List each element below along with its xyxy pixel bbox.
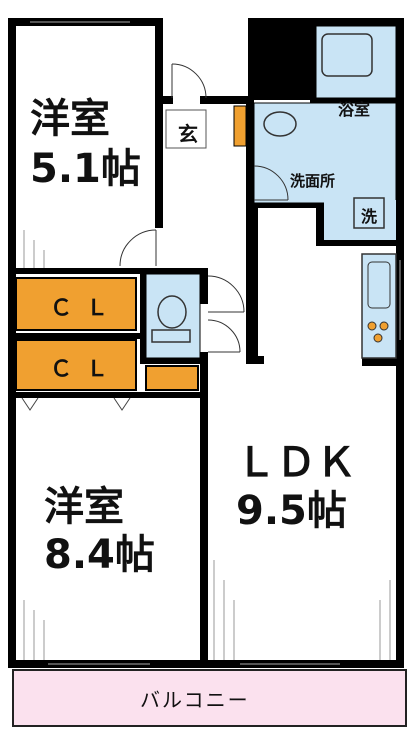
bathtub-icon: [321, 33, 373, 77]
closet-2-area: [15, 339, 137, 391]
entrance-label: 玄: [178, 122, 198, 146]
closet-3-area: [145, 365, 199, 391]
door-swings: [119, 63, 289, 353]
ldk-name: ＬＤＫ: [236, 440, 356, 486]
closet-1-area: [15, 277, 137, 331]
washer-box: [353, 197, 385, 229]
closet-door-marks: [21, 397, 131, 411]
closet-2-label: ＣＬ: [50, 357, 123, 382]
washroom-label: 洗面所: [290, 172, 336, 190]
room-1-name: 洋室: [30, 96, 110, 142]
ldk-size: 9.5帖: [236, 488, 347, 534]
toilet-tank-icon: [151, 329, 191, 343]
entrance-floor: [165, 109, 207, 149]
room-1-size: 5.1帖: [30, 146, 141, 192]
bathroom-label: 浴室: [338, 100, 371, 119]
toilet-icon: [157, 295, 187, 329]
washer-label: 洗: [361, 207, 378, 226]
balcony-area: [12, 669, 407, 727]
windows: [30, 21, 401, 665]
interior-walls: [8, 95, 404, 666]
kitchen-sink-icon: [367, 261, 391, 309]
room-2-name: 洋室: [44, 484, 124, 530]
stove-icon: [367, 321, 389, 343]
entrance-shoe-cabinet: [233, 105, 247, 147]
closet-1-label: ＣＬ: [50, 296, 123, 321]
curtain-lines: [23, 230, 391, 660]
room-2-size: 8.4帖: [44, 532, 155, 578]
balcony-label: バルコニー: [140, 688, 250, 712]
sink-icon: [263, 111, 297, 137]
